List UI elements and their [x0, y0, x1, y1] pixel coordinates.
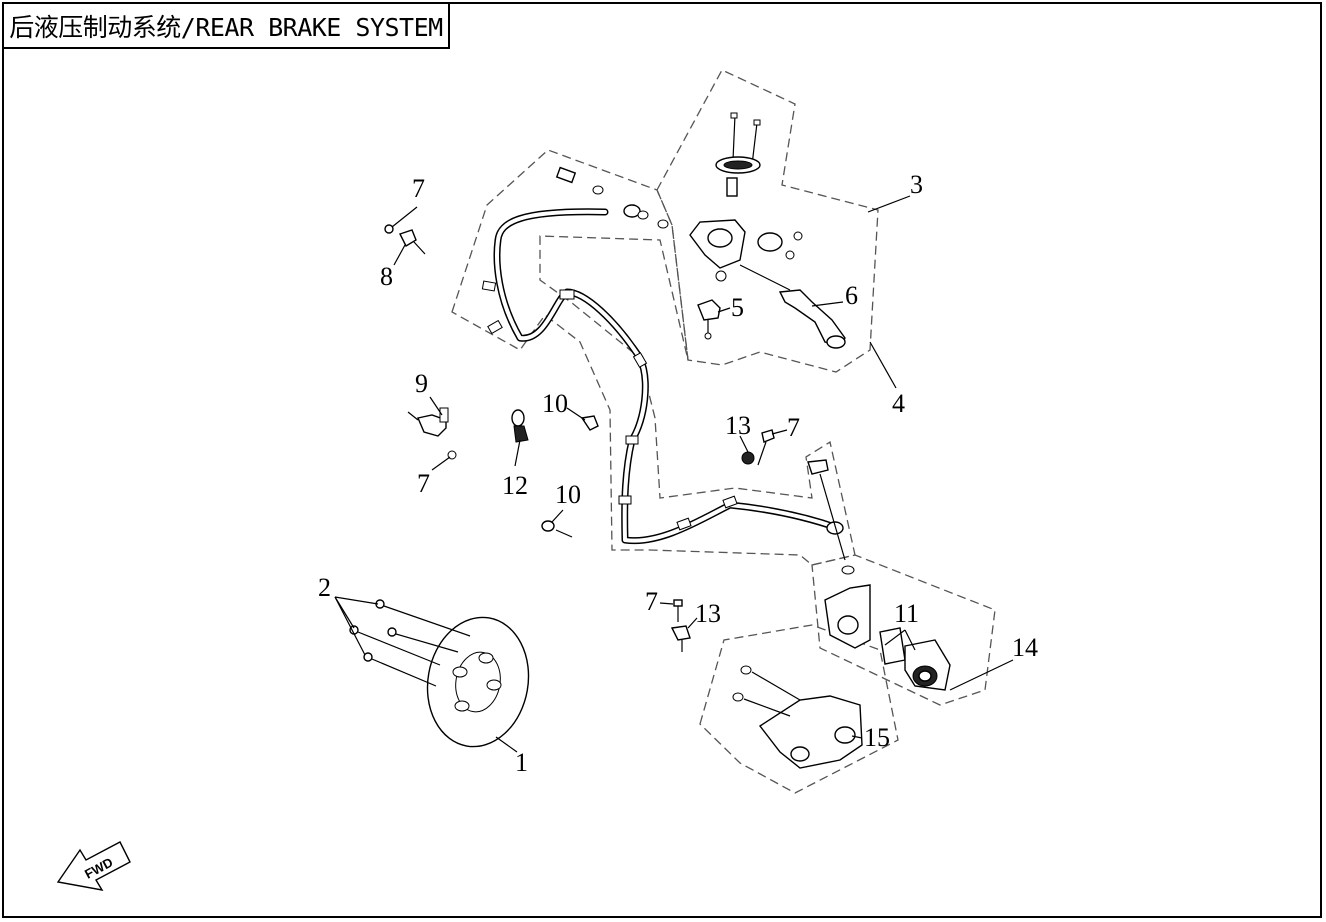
group-outline-master-cylinder [656, 69, 879, 373]
callout-7-mid-left: 7 [417, 469, 430, 498]
grommet-lower [541, 520, 573, 538]
callout-3: 3 [910, 170, 923, 199]
brake-pedal [778, 289, 846, 349]
hose-bracket [407, 407, 457, 460]
callout-10-upper: 10 [542, 389, 568, 418]
callout-7-mid-right: 7 [787, 413, 800, 442]
banjo-bolt-upper [555, 166, 669, 229]
callout-10-lower: 10 [555, 480, 581, 509]
callout-5: 5 [731, 293, 744, 322]
diagram-title: 后液压制动系统/REAR BRAKE SYSTEM [2, 2, 450, 49]
master-cylinder-bracket [697, 299, 721, 340]
group-outline-bracket [699, 624, 899, 794]
hose-clip-top-left [384, 224, 426, 255]
callout-9: 9 [415, 369, 428, 398]
callout-8: 8 [380, 262, 393, 291]
callout-4: 4 [892, 389, 905, 418]
callout-7-top-left: 7 [412, 174, 425, 203]
caliper-bracket [732, 665, 863, 769]
master-cylinder [689, 112, 803, 291]
brake-hose [481, 204, 844, 545]
leader-lines [334, 195, 1014, 753]
callout-7-bottom: 7 [645, 587, 658, 616]
group-outline-hose [451, 149, 856, 566]
callout-14: 14 [1012, 633, 1038, 662]
callout-15: 15 [864, 723, 890, 752]
fwd-arrow-icon: FWD [56, 841, 131, 891]
callout-11: 11 [894, 599, 919, 628]
caliper-banjo-bolt [807, 459, 855, 575]
group-outline-caliper [811, 554, 996, 706]
callout-13-lower: 13 [695, 599, 721, 628]
callout-12: 12 [502, 471, 528, 500]
hose-clamp-12 [511, 409, 529, 443]
brake-disc [426, 616, 530, 748]
callout-2: 2 [318, 573, 331, 602]
grommet-upper [580, 415, 599, 431]
brake-caliper [824, 584, 951, 691]
disc-bolts [349, 599, 471, 687]
callout-1: 1 [515, 748, 528, 777]
callout-13-upper: 13 [725, 411, 751, 440]
callout-6: 6 [845, 281, 858, 310]
hose-clamp-13-lower [670, 599, 691, 652]
hose-clamp-13-upper [741, 429, 775, 466]
